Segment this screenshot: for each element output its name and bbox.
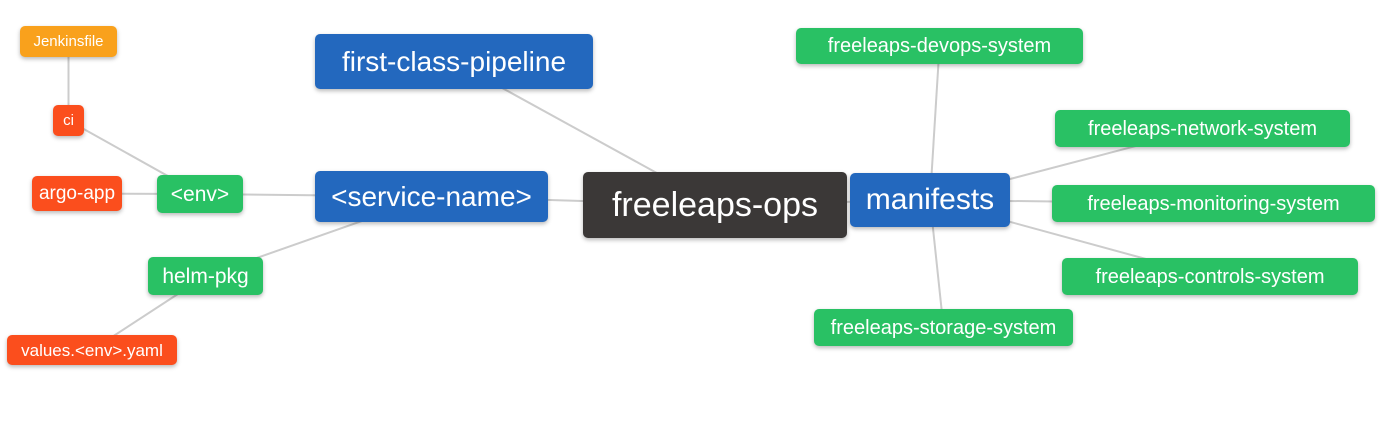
node-argo-app[interactable]: argo-app [32, 176, 122, 211]
node-first-class-pipeline[interactable]: first-class-pipeline [315, 34, 593, 89]
node-freeleaps-devops-system[interactable]: freeleaps-devops-system [796, 28, 1083, 64]
node-values-env-yaml[interactable]: values.<env>.yaml [7, 335, 177, 365]
node-freeleaps-controls-system[interactable]: freeleaps-controls-system [1062, 258, 1358, 295]
node-jenkinsfile[interactable]: Jenkinsfile [20, 26, 117, 57]
node-ci[interactable]: ci [53, 105, 84, 136]
node-helm-pkg[interactable]: helm-pkg [148, 257, 263, 295]
node-env[interactable]: <env> [157, 175, 243, 213]
node-manifests[interactable]: manifests [850, 173, 1010, 227]
node-freeleaps-monitoring-system[interactable]: freeleaps-monitoring-system [1052, 185, 1375, 222]
node-freeleaps-ops[interactable]: freeleaps-ops [583, 172, 847, 238]
node-service-name[interactable]: <service-name> [315, 171, 548, 222]
node-freeleaps-storage-system[interactable]: freeleaps-storage-system [814, 309, 1073, 346]
node-freeleaps-network-system[interactable]: freeleaps-network-system [1055, 110, 1350, 147]
